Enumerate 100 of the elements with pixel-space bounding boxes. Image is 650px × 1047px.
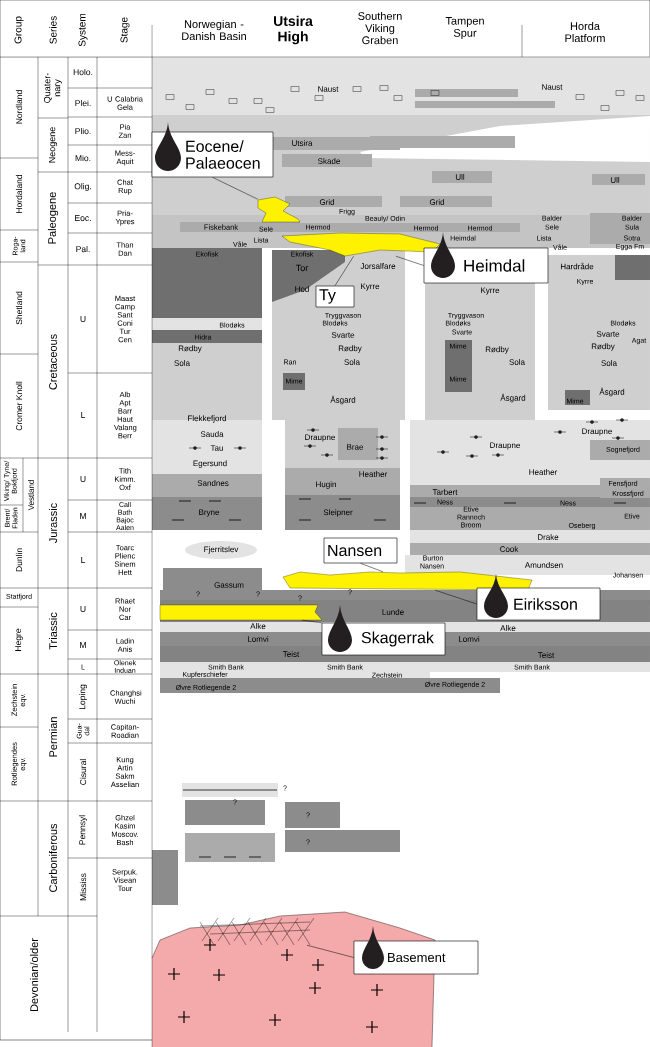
formation-name: Tau: [210, 445, 223, 451]
group-name: Hegre: [15, 628, 23, 651]
system-name: Mississ: [79, 873, 87, 901]
series-name: Jurassic: [48, 503, 58, 543]
formation-name: Rødby: [338, 345, 362, 353]
system-name: U: [80, 606, 86, 612]
formation-name: Åsgard: [500, 393, 526, 403]
system-name: Cisural: [79, 759, 87, 785]
formation-name: Ull: [610, 177, 620, 183]
fracture-drawing: [199, 917, 315, 946]
system-name: Plei.: [75, 99, 91, 107]
leader-line: [212, 177, 259, 200]
series-name: Quater- nary: [43, 73, 62, 103]
formation-name: Egersund: [193, 460, 227, 468]
system-name: L: [81, 412, 86, 418]
formation-name: Bryne: [199, 509, 220, 517]
series-name: Neogene: [48, 127, 58, 163]
formation-name: Grid: [429, 199, 445, 205]
formation-name: Utsira: [292, 140, 313, 146]
formation-name: Rødby: [485, 346, 509, 354]
region-header: Horda Platform: [565, 21, 605, 43]
system-name: Mio.: [75, 154, 91, 162]
leader-line: [434, 589, 477, 605]
formation-name: Ull: [455, 174, 465, 180]
column-header: Stage: [120, 17, 130, 43]
formation-name: Åsgard: [599, 387, 625, 397]
formation-name: Svarte: [331, 332, 355, 338]
system-name: M: [80, 642, 86, 648]
system-name: Plio.: [75, 127, 91, 135]
leader-line: [306, 944, 354, 958]
formation-name: Teist: [282, 651, 300, 657]
system-name: U: [80, 316, 86, 322]
series-name: Paleogene: [47, 192, 59, 244]
formation-name: Åsgard: [330, 395, 356, 405]
formation-name: Heather: [359, 471, 388, 477]
group-name: Vestland: [28, 480, 34, 511]
region-header: Southern Viking Graben: [358, 11, 402, 45]
formation-name: Tarbert: [432, 489, 458, 495]
series-name: Cretaceous: [49, 334, 57, 390]
formation-name: Sola: [344, 359, 360, 365]
column-header: System: [78, 14, 88, 47]
system-name: Eoc.: [75, 215, 91, 221]
reservoir-body: [257, 196, 301, 223]
formation-name: Lunde: [382, 609, 404, 615]
leader-line: [395, 255, 424, 266]
formation-name: Sleipner: [323, 509, 353, 517]
region-header: Tampen Spur: [445, 17, 484, 39]
region-header: Utsira High: [274, 15, 313, 45]
formation-name: Sola: [509, 359, 525, 365]
group-name: Hordaland: [15, 174, 23, 213]
formation-name: Naust: [318, 86, 339, 92]
system-name: M: [80, 513, 86, 519]
formation-name: Draupne: [490, 442, 520, 450]
group-name: Nordland: [15, 90, 23, 124]
formation-name: Lomvi: [459, 636, 480, 642]
formation-name: Skade: [318, 158, 340, 164]
formation-name: Rødby: [178, 345, 202, 353]
group-name: Dunlin: [15, 548, 23, 572]
system-name: Pennsyl: [79, 815, 87, 845]
formation-name: Tor: [295, 264, 309, 272]
formation-name: Gassum: [214, 582, 244, 588]
region-header: Norwegian - Danish Basin: [182, 19, 246, 41]
leader-line: [360, 563, 384, 573]
group-name: Cromer Knoll: [15, 381, 23, 431]
system-name: Loping: [79, 684, 87, 710]
series-name: Devonian/older: [29, 938, 39, 1012]
group-name: Shetland: [15, 291, 23, 325]
formation-name: Heather: [529, 469, 558, 475]
reservoir-body: [281, 232, 441, 257]
formation-name: Rødby: [591, 343, 615, 351]
callout-box: Ty: [315, 285, 355, 308]
reservoir-body: [159, 604, 323, 621]
formation-name: Sandnes: [197, 480, 229, 486]
formation-name: Drake: [538, 534, 559, 540]
formation-name: Grid: [319, 199, 335, 205]
series-name: Carboniferous: [48, 823, 58, 892]
system-name: Holo.: [73, 68, 93, 76]
formation-name: Lomvi: [248, 636, 269, 642]
leader-line: [301, 619, 322, 623]
callout-box: Nansen: [323, 537, 398, 564]
formation-name: Cook: [500, 546, 519, 552]
formation-name: Sola: [601, 360, 617, 366]
formation-name: Amundsen: [524, 562, 563, 568]
formation-name: Hardråde: [561, 262, 594, 270]
formation-name: Naust: [542, 84, 563, 90]
system-name: L: [81, 557, 86, 563]
formation-name: Teist: [537, 652, 555, 658]
formation-name: Draupne: [305, 434, 335, 442]
column-header: Group: [14, 16, 24, 44]
system-name: Pal.: [76, 245, 90, 253]
system-name: U: [80, 476, 86, 482]
formation-name: Hugin: [316, 481, 336, 489]
series-name: Triassic: [48, 612, 58, 650]
column-header: Series: [49, 16, 57, 44]
formation-name: Sauda: [200, 431, 224, 437]
formation-name: Jorsalfare: [360, 263, 396, 269]
formation-name: Svarte: [596, 331, 620, 337]
formation-name: Fjerritslev: [204, 546, 239, 554]
formation-name: Draupne: [582, 428, 612, 436]
formation-name: Brae: [347, 444, 364, 450]
